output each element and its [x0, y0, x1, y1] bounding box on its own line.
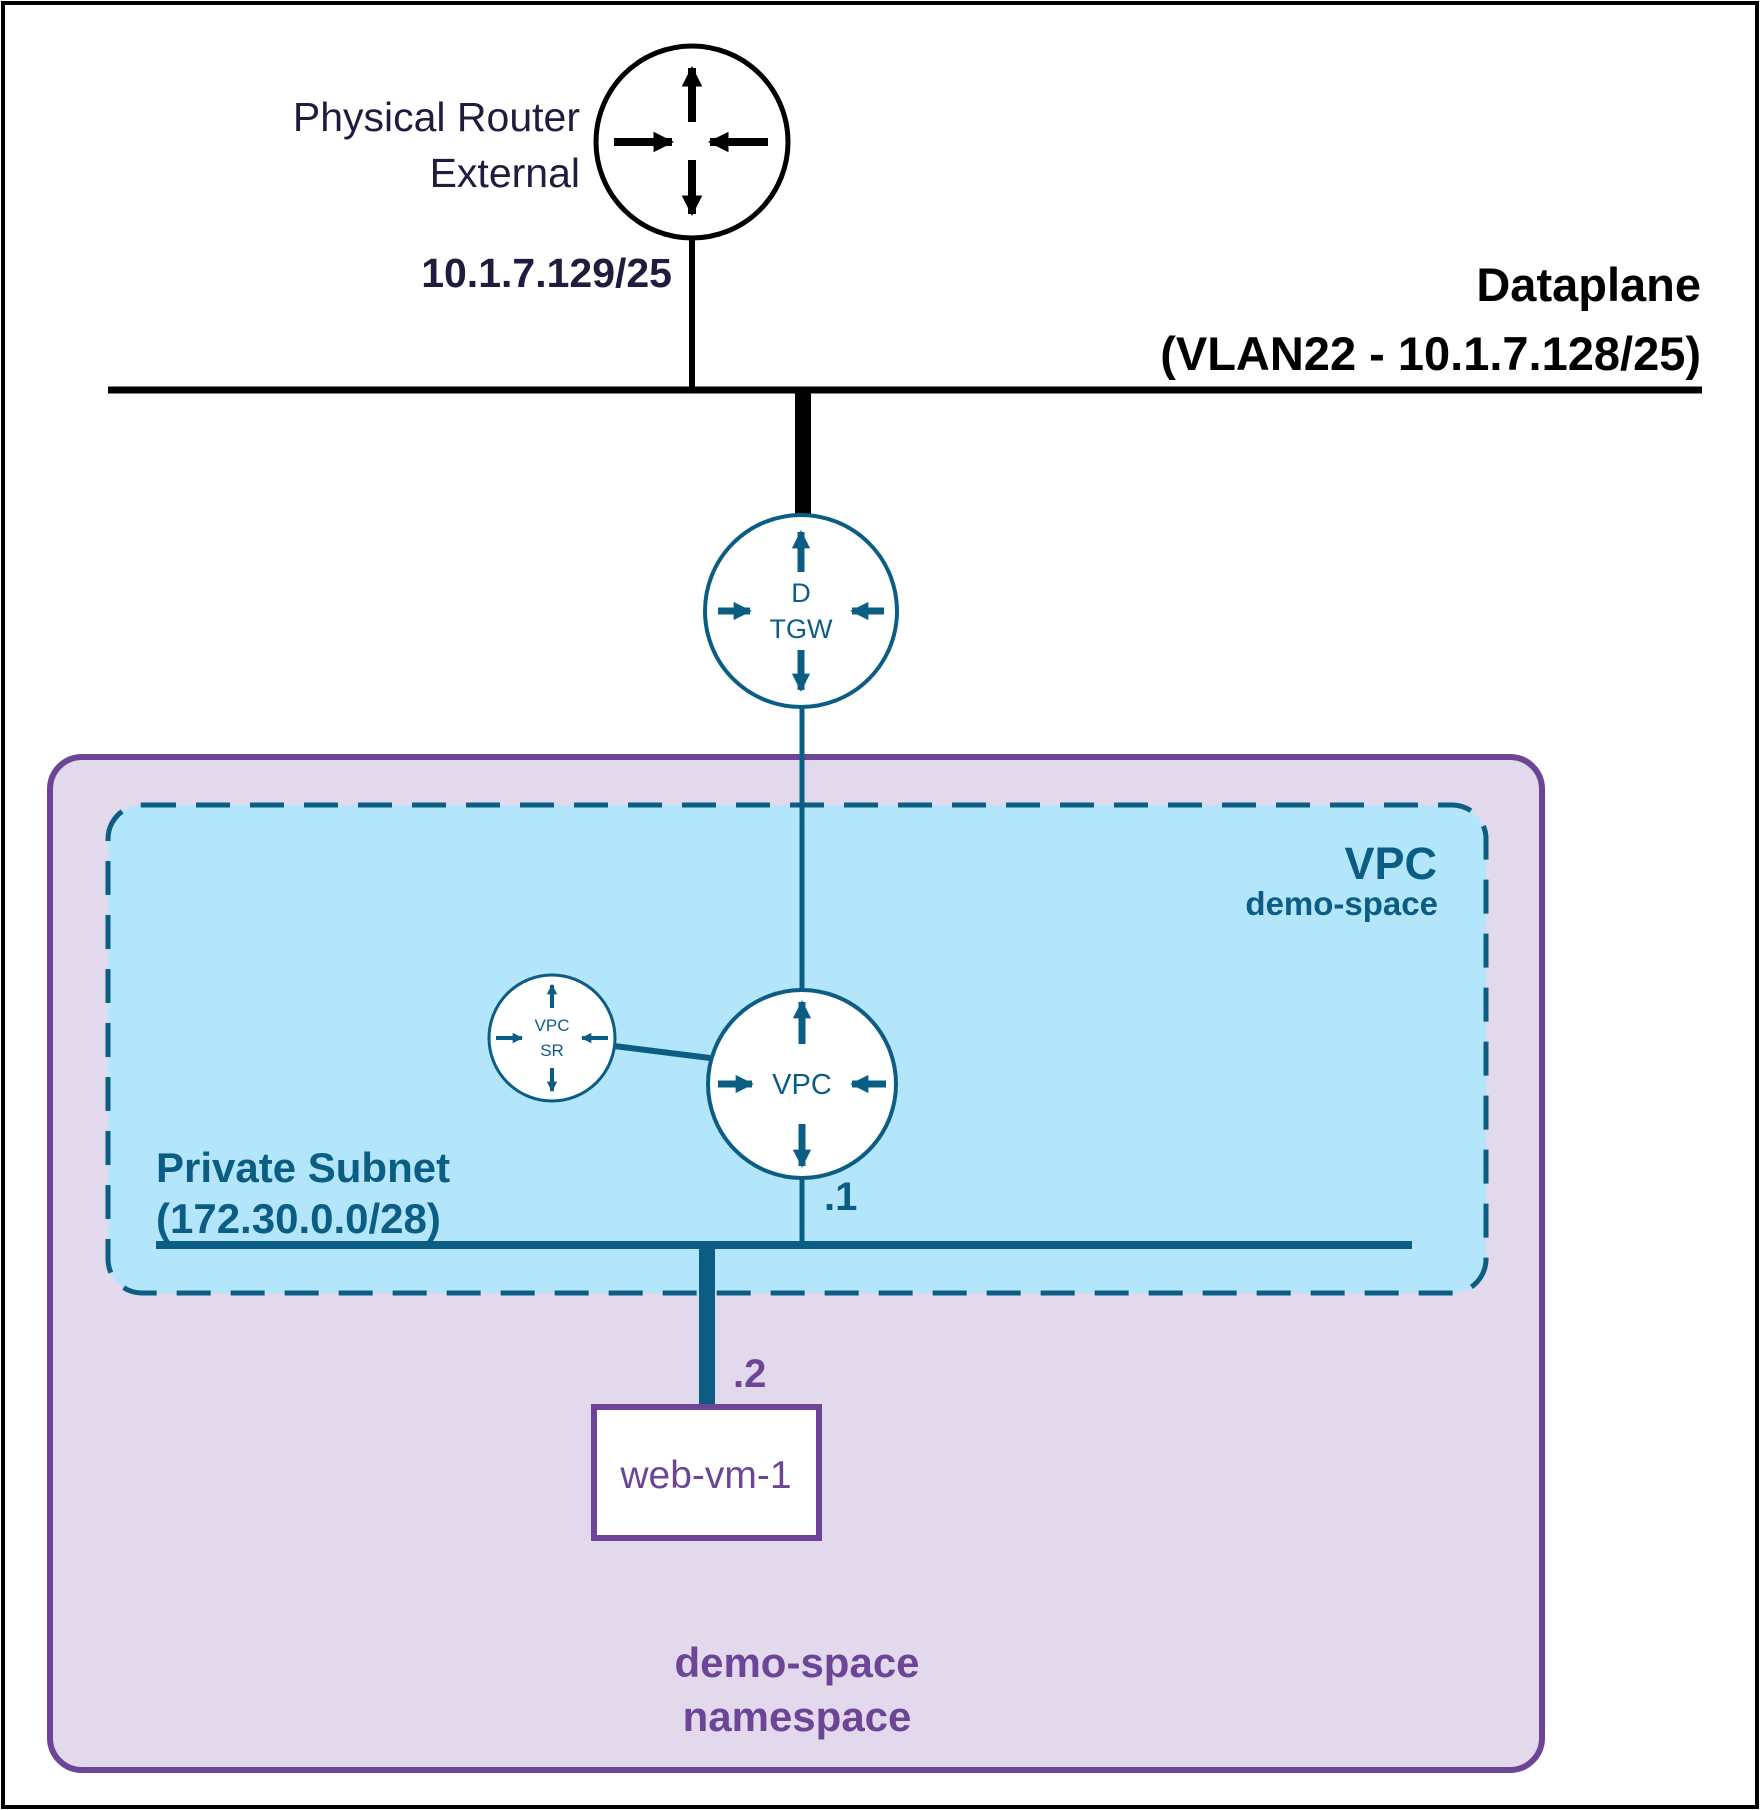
- sr-vpc-link: [613, 1043, 711, 1061]
- vpc-router-label: VPC: [772, 1069, 832, 1101]
- vm-box: [591, 1404, 822, 1541]
- physical-router-ip: 10.1.7.129/25: [421, 250, 672, 296]
- vpc-sr-router-icon: [487, 973, 617, 1103]
- vpc-title: VPC: [1344, 838, 1437, 889]
- subnet-cidr: (172.30.0.0/28): [156, 1195, 441, 1242]
- dataplane-title: Dataplane: [1476, 258, 1701, 311]
- subnet-title: Private Subnet: [156, 1144, 450, 1191]
- tgw-router-icon: [703, 513, 899, 709]
- vpc-sr-label-line2: SR: [540, 1041, 564, 1060]
- physical-router-label-line2: External: [430, 150, 580, 196]
- vm-ip-label: .2: [733, 1352, 766, 1396]
- vpc-router-icon: [706, 988, 898, 1180]
- dataplane-subtitle: (VLAN22 - 10.1.7.128/25): [1160, 327, 1701, 380]
- physical-router-label-line1: Physical Router: [293, 94, 580, 140]
- namespace-label-line1: demo-space: [674, 1639, 919, 1686]
- vpc-sr-label-line1: VPC: [535, 1016, 570, 1035]
- tgw-label-line1: D: [791, 578, 811, 608]
- router-icon: [593, 43, 791, 241]
- vm-name: web-vm-1: [619, 1454, 791, 1497]
- tgw-label-line2: TGW: [770, 614, 833, 644]
- router-ip-label: .1: [824, 1175, 857, 1219]
- namespace-label-line2: namespace: [683, 1693, 912, 1740]
- vpc-subtitle: demo-space: [1245, 885, 1438, 922]
